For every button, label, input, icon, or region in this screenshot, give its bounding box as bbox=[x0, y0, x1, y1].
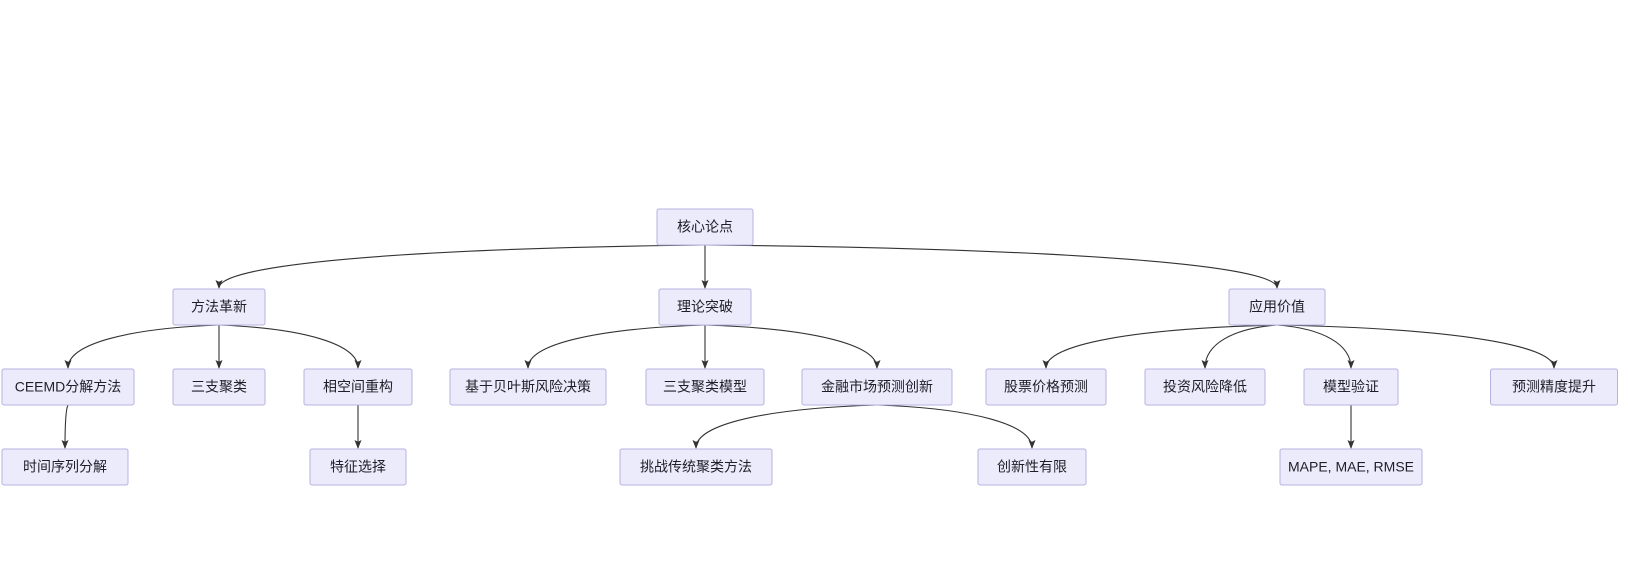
flow-edge bbox=[704, 244, 1281, 289]
node-label: 相空间重构 bbox=[323, 379, 393, 395]
node-label: 基于贝叶斯风险决策 bbox=[465, 379, 591, 395]
node-box[interactable] bbox=[1303, 368, 1399, 406]
flow-node-apply[interactable]: 应用价值 bbox=[1228, 288, 1326, 326]
node-label: 三支聚类模型 bbox=[663, 379, 747, 395]
node-box[interactable] bbox=[977, 448, 1087, 486]
flow-edge bbox=[704, 324, 881, 369]
node-label: 特征选择 bbox=[330, 459, 386, 475]
flow-edge bbox=[524, 324, 706, 369]
node-box[interactable] bbox=[172, 368, 266, 406]
node-box[interactable] bbox=[172, 288, 266, 326]
flow-node-stock[interactable]: 股票价格预测 bbox=[985, 368, 1107, 406]
node-box[interactable] bbox=[801, 368, 953, 406]
node-label: CEEMD分解方法 bbox=[15, 379, 122, 395]
flow-edge bbox=[1276, 324, 1558, 369]
flow-node-threeway[interactable]: 三支聚类 bbox=[172, 368, 266, 406]
flow-node-twmodel[interactable]: 三支聚类模型 bbox=[645, 368, 765, 406]
flow-node-phase[interactable]: 相空间重构 bbox=[303, 368, 413, 406]
flow-node-tsdecomp[interactable]: 时间序列分解 bbox=[1, 448, 129, 486]
node-box[interactable] bbox=[645, 368, 765, 406]
node-label: 理论突破 bbox=[677, 299, 733, 315]
flow-edge bbox=[1042, 324, 1278, 369]
flow-node-validate[interactable]: 模型验证 bbox=[1303, 368, 1399, 406]
node-label: 方法革新 bbox=[191, 299, 247, 315]
node-label: 挑战传统聚类方法 bbox=[640, 459, 752, 475]
flow-node-theory[interactable]: 理论突破 bbox=[658, 288, 752, 326]
node-label: 三支聚类 bbox=[191, 379, 247, 395]
flow-edge bbox=[1201, 324, 1278, 369]
flow-node-limited[interactable]: 创新性有限 bbox=[977, 448, 1087, 486]
node-box[interactable] bbox=[1, 448, 129, 486]
node-label: 应用价值 bbox=[1249, 299, 1305, 315]
node-label: MAPE, MAE, RMSE bbox=[1288, 459, 1414, 475]
node-label: 投资风险降低 bbox=[1163, 379, 1247, 395]
flow-edge bbox=[64, 324, 220, 369]
node-box[interactable] bbox=[1490, 368, 1618, 406]
node-box[interactable] bbox=[1, 368, 135, 406]
node-box[interactable] bbox=[1228, 288, 1326, 326]
flow-node-metrics[interactable]: MAPE, MAE, RMSE bbox=[1279, 448, 1423, 486]
node-box[interactable] bbox=[309, 448, 407, 486]
flow-node-feature[interactable]: 特征选择 bbox=[309, 448, 407, 486]
flow-edge bbox=[61, 404, 69, 449]
node-label: 核心论点 bbox=[677, 219, 733, 235]
flow-edge bbox=[692, 404, 878, 449]
node-label: 预测精度提升 bbox=[1512, 379, 1596, 395]
flow-edge bbox=[215, 244, 706, 289]
node-label: 金融市场预测创新 bbox=[821, 379, 933, 395]
node-label: 时间序列分解 bbox=[23, 459, 107, 475]
flow-node-risk[interactable]: 投资风险降低 bbox=[1144, 368, 1266, 406]
edge-layer bbox=[61, 244, 1558, 449]
flow-node-finance[interactable]: 金融市场预测创新 bbox=[801, 368, 953, 406]
flow-node-ceemd[interactable]: CEEMD分解方法 bbox=[1, 368, 135, 406]
node-box[interactable] bbox=[1279, 448, 1423, 486]
flow-node-challenge[interactable]: 挑战传统聚类方法 bbox=[619, 448, 773, 486]
node-label: 创新性有限 bbox=[997, 459, 1067, 475]
flow-node-root[interactable]: 核心论点 bbox=[656, 208, 754, 246]
node-label: 模型验证 bbox=[1323, 379, 1379, 395]
flow-edge bbox=[876, 404, 1036, 449]
flow-edge bbox=[218, 324, 362, 369]
flow-node-bayes[interactable]: 基于贝叶斯风险决策 bbox=[449, 368, 607, 406]
node-box[interactable] bbox=[303, 368, 413, 406]
flow-node-method[interactable]: 方法革新 bbox=[172, 288, 266, 326]
flow-edge bbox=[1276, 324, 1355, 369]
node-box[interactable] bbox=[619, 448, 773, 486]
flow-node-accuracy[interactable]: 预测精度提升 bbox=[1490, 368, 1618, 406]
node-box[interactable] bbox=[656, 208, 754, 246]
node-label: 股票价格预测 bbox=[1004, 379, 1088, 395]
node-box[interactable] bbox=[658, 288, 752, 326]
node-box[interactable] bbox=[449, 368, 607, 406]
node-box[interactable] bbox=[1144, 368, 1266, 406]
node-box[interactable] bbox=[985, 368, 1107, 406]
